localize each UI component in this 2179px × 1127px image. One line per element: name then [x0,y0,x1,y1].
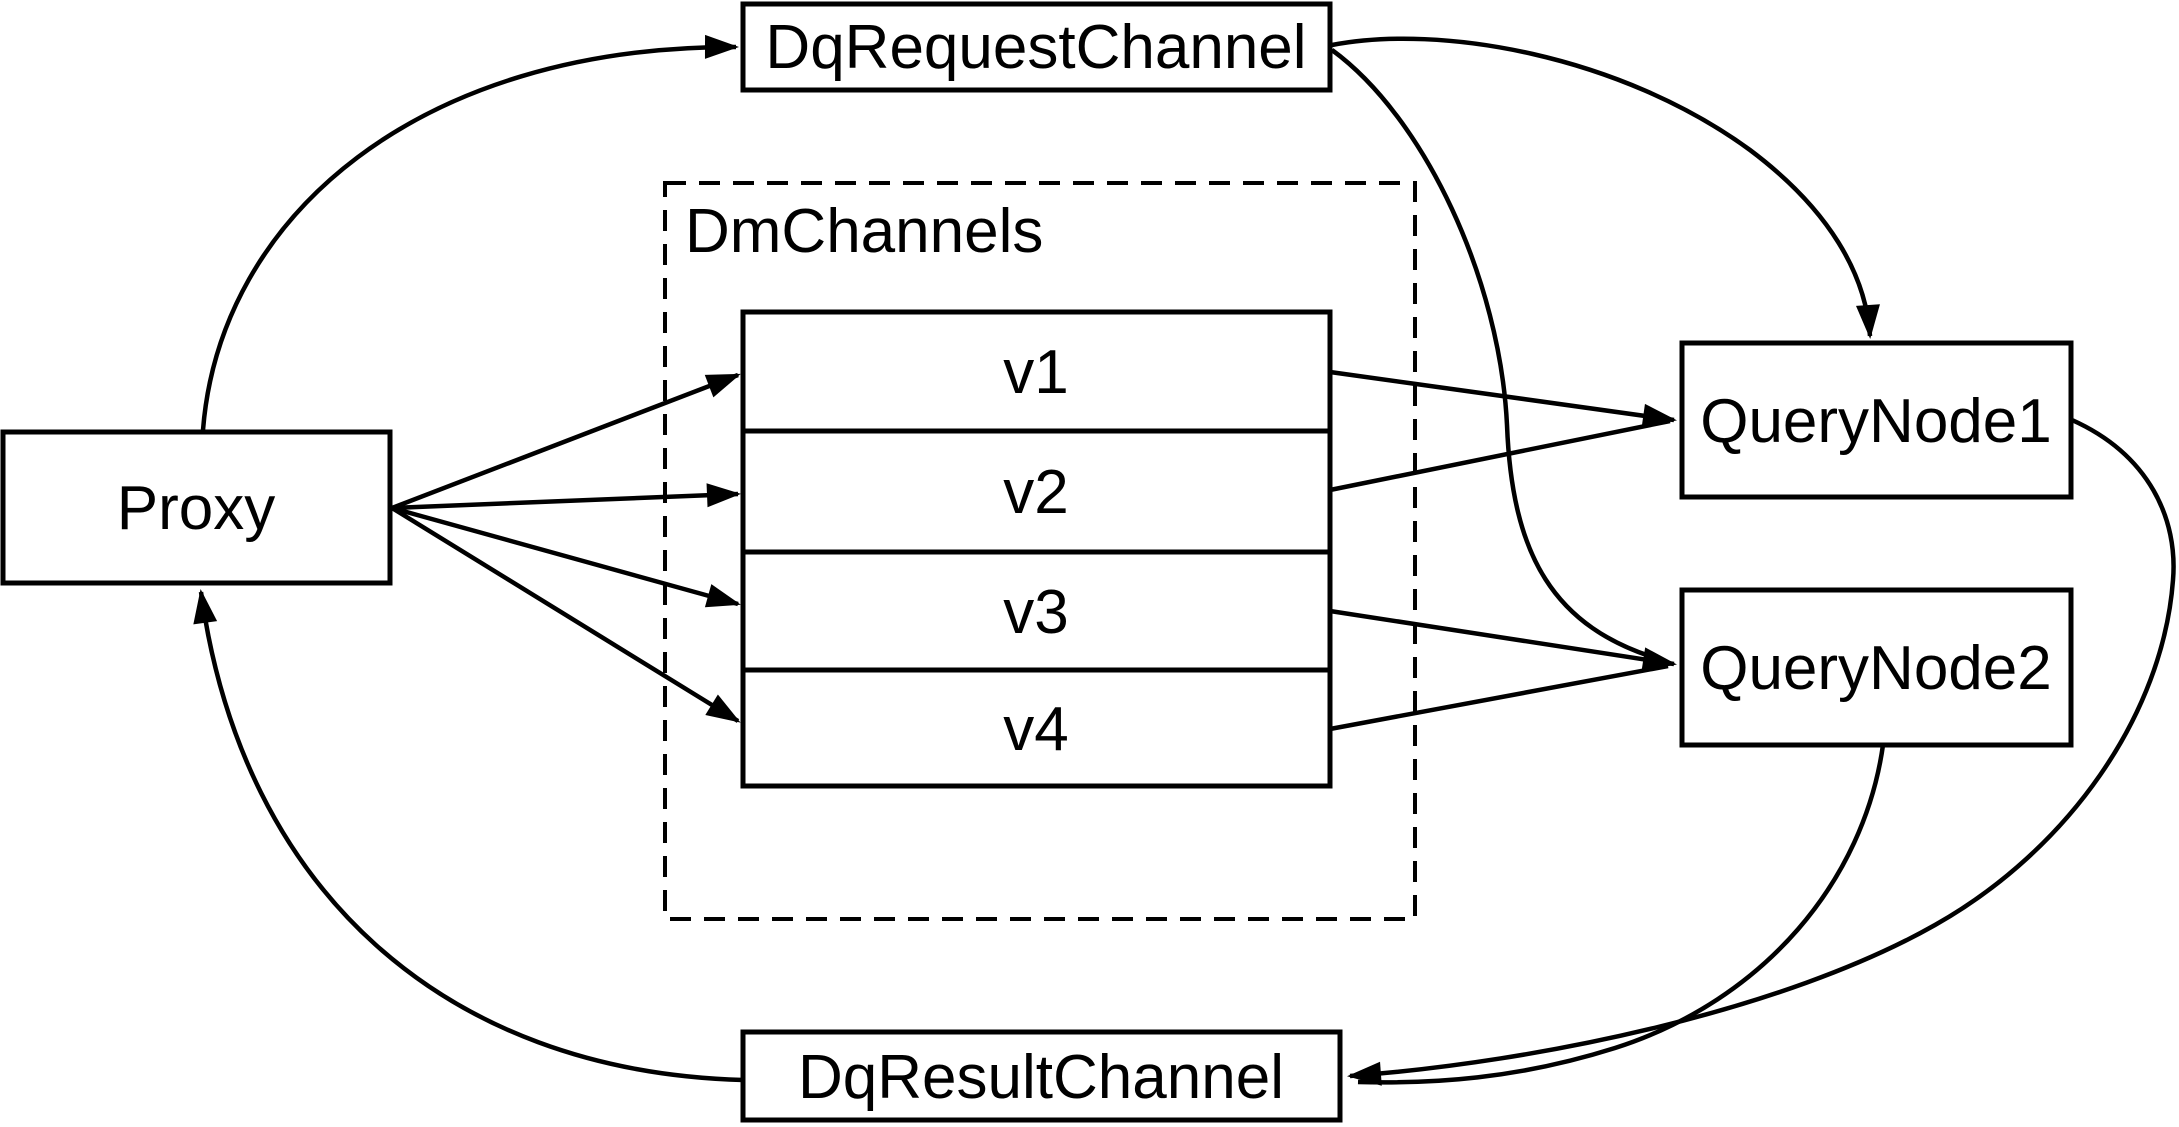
dqresultchannel-box [740,1029,1343,1123]
dqrequestchannel-node: DqRequestChannel [740,1,1333,93]
channel-table: v1 v2 v3 v4 [740,309,1333,789]
edge-proxy-to-v3 [391,505,741,608]
edge-dqrequestchannel-to-querynode2 [1330,48,1663,663]
querynode2-box [1679,587,2074,748]
edge-dqresultchannel-to-proxy [193,589,744,1083]
dqrequestchannel-box [740,1,1333,93]
edge-v3-to-querynode2 [1329,608,1677,672]
edge-dqrequestchannel-to-querynode1 [1331,36,1880,339]
edges-layer [193,34,2176,1086]
channel-row-v2-label: v2 [1003,458,1068,527]
edge-proxy-to-dqrequestchannel [200,34,739,431]
proxy-node: Proxy [0,429,393,586]
edge-proxy-to-v4 [390,506,741,723]
proxy-label: Proxy [117,474,275,543]
channel-row-v4-label: v4 [1003,695,1068,764]
edge-querynode2-to-dqresultchannel [1357,744,1886,1085]
edge-proxy-to-v2 [391,483,741,511]
edge-v1-to-querynode1 [1329,369,1677,428]
dmchannels-group-border [663,181,1417,921]
proxy-box [0,429,393,586]
querynode1-label: QueryNode1 [1700,387,2052,456]
edge-proxy-to-v1 [391,372,741,511]
dqresultchannel-label: DqResultChannel [798,1043,1284,1112]
querynode2-node: QueryNode2 [1679,587,2074,748]
querynode2-label: QueryNode2 [1700,634,2052,703]
edge-querynode1-to-dqresultchannel [1347,417,2176,1086]
channel-row-v1-label: v1 [1003,338,1068,407]
dmchannels-group: DmChannels [663,181,1417,921]
dmchannels-group-label: DmChannels [685,197,1043,266]
dqrequestchannel-label: DqRequestChannel [765,13,1306,82]
querynode1-box [1679,340,2074,500]
channel-table-border [740,309,1333,789]
channel-row-v3-label: v3 [1003,578,1068,647]
dqresultchannel-node: DqResultChannel [740,1029,1343,1123]
querynode1-node: QueryNode1 [1679,340,2074,500]
edge-v4-to-querynode2 [1329,663,1669,732]
edge-v2-to-querynode1 [1329,418,1671,493]
